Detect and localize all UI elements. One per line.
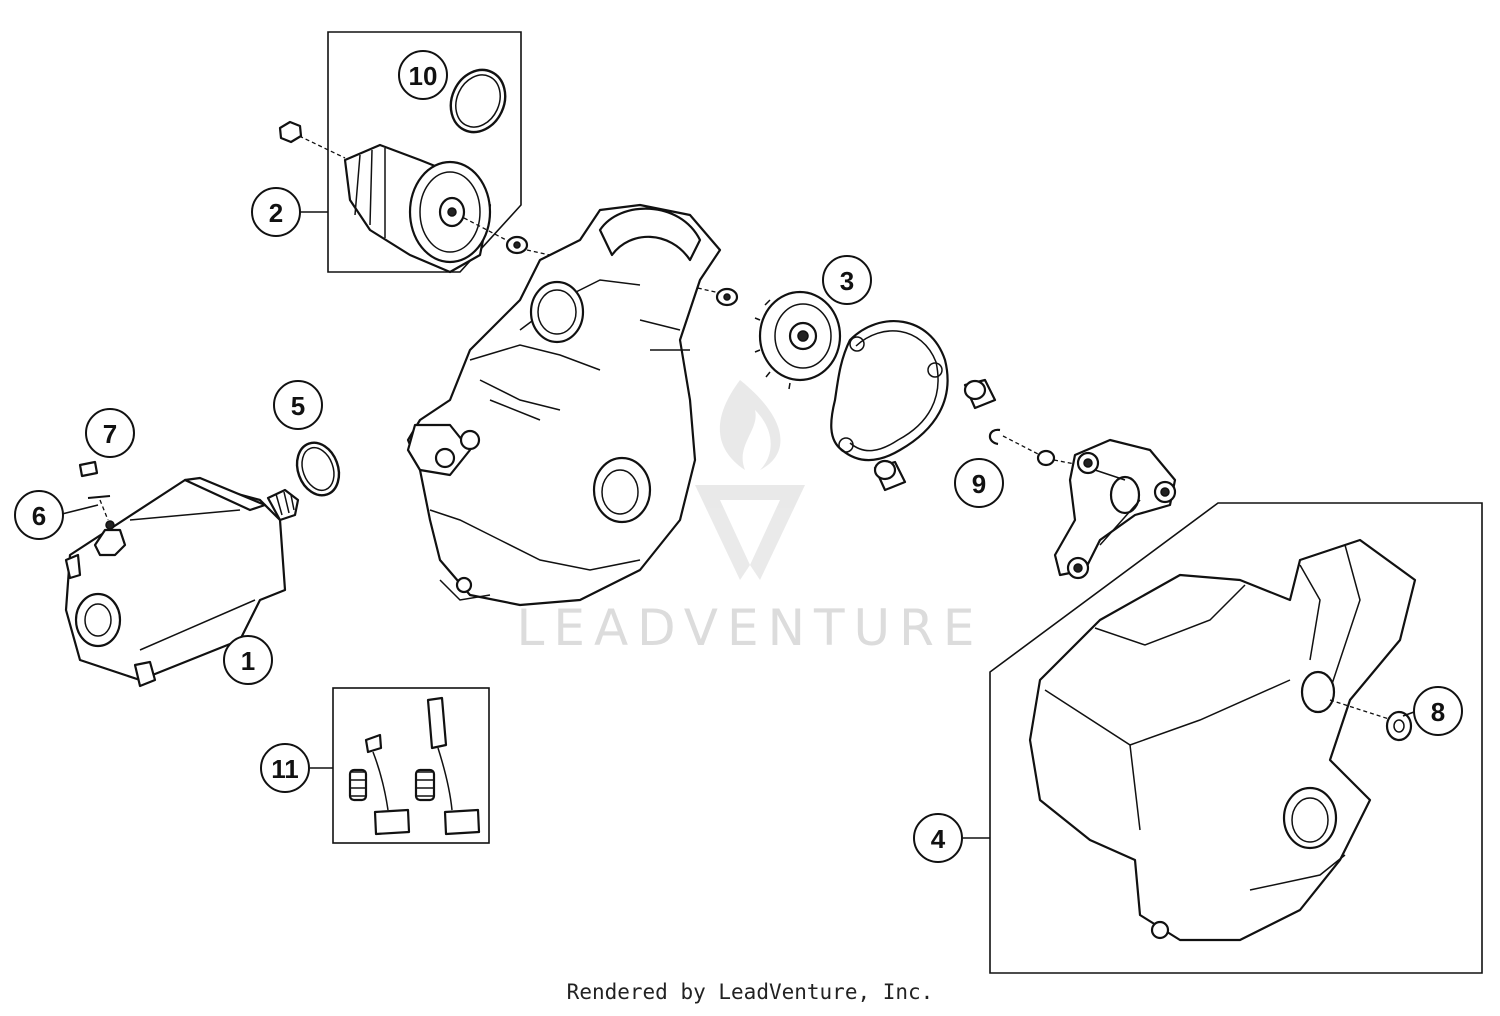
callout-6-label: 6 — [32, 501, 46, 531]
part-7-nut — [78, 460, 99, 478]
callout-3: 3 — [822, 255, 872, 305]
crankcase-ignition-cover — [406, 203, 722, 607]
callout-11-label: 11 — [271, 754, 299, 784]
group-frame-11 — [332, 687, 490, 844]
callout-8: 8 — [1413, 686, 1463, 736]
callout-5: 5 — [273, 380, 323, 430]
callout-4-label: 4 — [931, 824, 946, 854]
part-4-engine-cover — [1028, 538, 1417, 942]
callout-10: 10 — [398, 50, 448, 100]
callout-1: 1 — [223, 635, 273, 685]
callout-7: 7 — [85, 408, 135, 458]
leader-lines — [61, 211, 1415, 839]
group-frame-2 — [327, 31, 522, 273]
part-1-starter-motor — [64, 476, 300, 688]
watermark-text: LEADVENTURE — [517, 599, 984, 657]
callout-5-label: 5 — [291, 391, 305, 421]
callout-9: 9 — [954, 458, 1004, 508]
callout-2: 2 — [251, 187, 301, 237]
nut-right — [715, 287, 739, 307]
callout-2-label: 2 — [269, 198, 283, 228]
callout-11: 11 — [260, 743, 310, 793]
callout-1-label: 1 — [241, 646, 255, 676]
gasket — [830, 319, 949, 462]
bushing-upper — [963, 378, 997, 410]
callout-7-label: 7 — [103, 419, 117, 449]
bushing-lower — [873, 459, 907, 492]
rendered-by-credit: Rendered by LeadVenture, Inc. — [566, 980, 934, 1004]
part-3-idler-gear — [754, 290, 842, 390]
part-8-washer — [1385, 710, 1413, 742]
callout-4: 4 — [913, 813, 963, 863]
leadventure-watermark-logo — [695, 380, 805, 580]
part-5-o-ring — [295, 441, 341, 497]
part-11-carbon-brush-set — [348, 696, 481, 836]
part-2-starter-drive-gear — [278, 120, 513, 274]
callout-6: 6 — [14, 490, 64, 540]
starter-cover-bracket — [1053, 438, 1177, 580]
part-9-circlip — [988, 428, 1081, 467]
callout-9-label: 9 — [972, 469, 986, 499]
callout-3-label: 3 — [840, 266, 854, 296]
part-10-o-ring — [449, 68, 507, 134]
callout-10-label: 10 — [409, 61, 438, 91]
part-6-lock-washer — [87, 495, 111, 521]
group-frame-4 — [989, 502, 1483, 974]
callout-8-label: 8 — [1431, 697, 1445, 727]
